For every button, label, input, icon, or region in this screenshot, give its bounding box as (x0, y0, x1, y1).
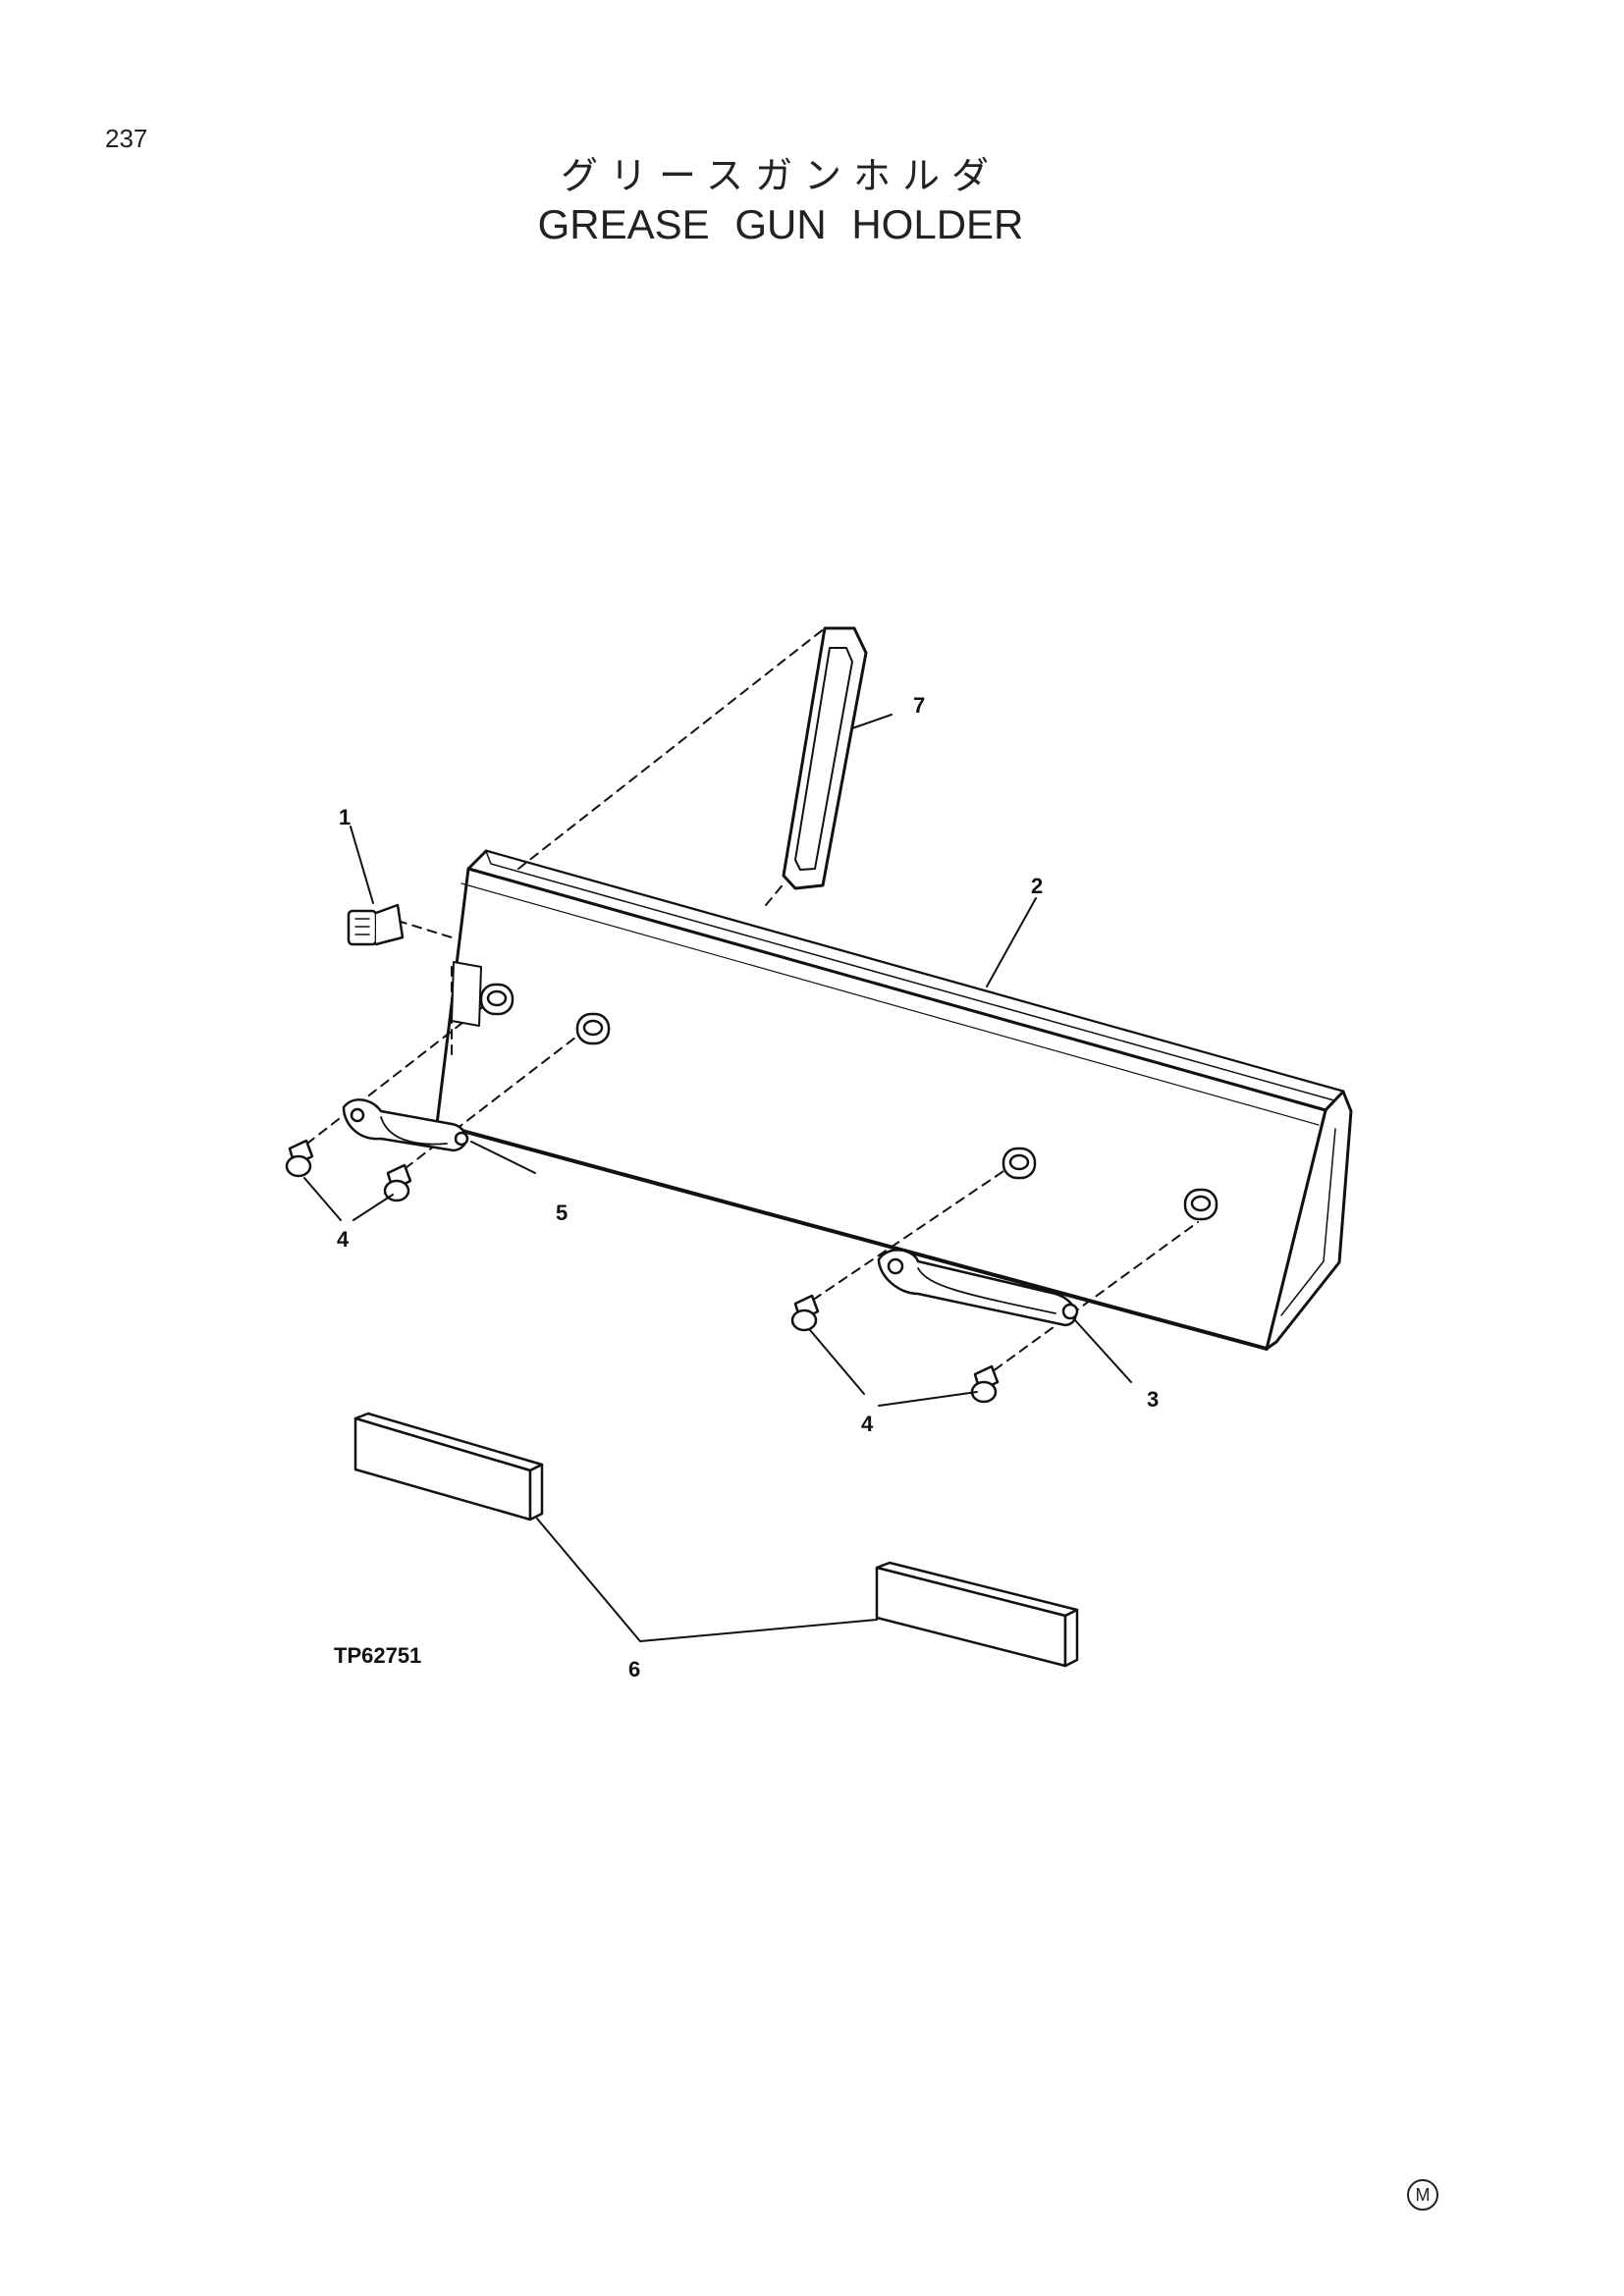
manufacturer-mark: M (1407, 2179, 1438, 2211)
part-2-holder-box (435, 849, 1353, 1351)
title-japanese: グリースガンホルダ (560, 154, 1001, 197)
callout-5: 5 (556, 1201, 568, 1225)
callout-4a: 4 (337, 1227, 350, 1252)
callout-6: 6 (628, 1657, 640, 1682)
figure-reference: TP62751 (334, 1643, 421, 1668)
part-4-bolts (285, 1139, 1000, 1404)
callout-2: 2 (1031, 874, 1043, 898)
callout-1: 1 (339, 805, 351, 829)
callout-7: 7 (913, 693, 925, 718)
title-english: GREASE GUN HOLDER (537, 201, 1024, 247)
part-3-strap (877, 1249, 1079, 1327)
page-number: 237 (105, 124, 148, 153)
part-7-gasket (782, 626, 868, 890)
part-6-pads (353, 1412, 1079, 1668)
part-1-cap (347, 903, 405, 946)
callout-4b: 4 (861, 1412, 874, 1436)
part-5-strap (342, 1098, 469, 1152)
callout-3: 3 (1147, 1387, 1159, 1412)
